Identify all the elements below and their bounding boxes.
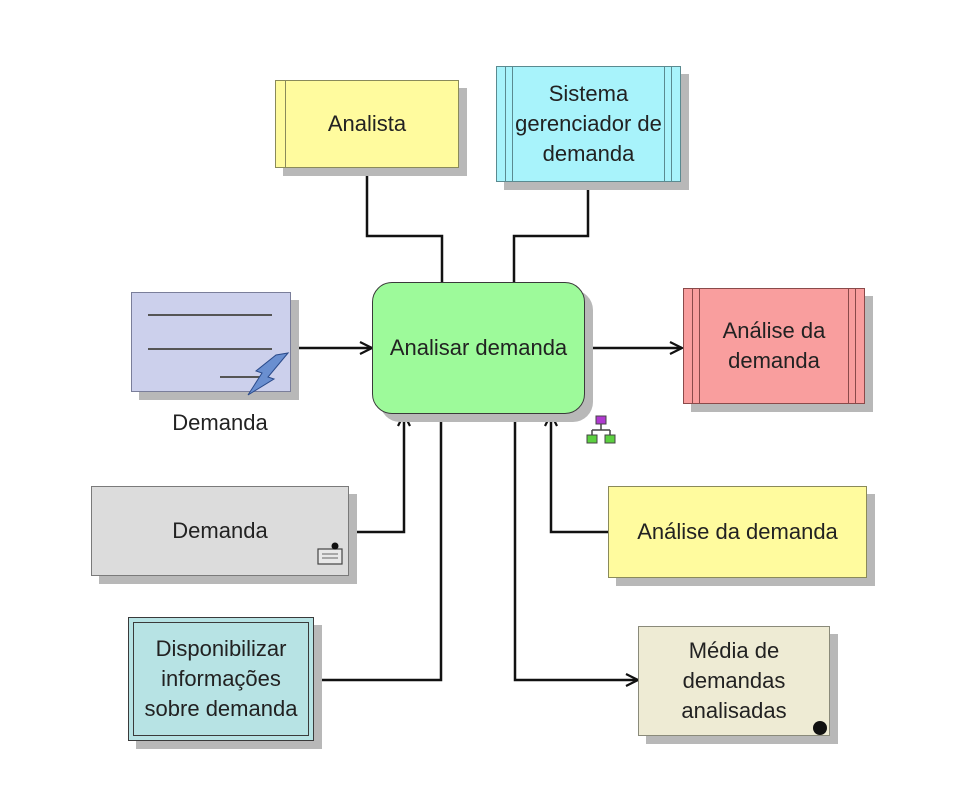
analise-demanda-output-box[interactable]: Análise da demanda [683, 288, 865, 404]
connector-sistema [512, 182, 590, 282]
connector-analise-yellow [551, 414, 608, 534]
output-stripe-left-1 [692, 289, 693, 403]
demanda-gray-label: Demanda [172, 518, 268, 543]
analise-demanda-yellow-box[interactable]: Análise da demanda [608, 486, 867, 578]
sistema-stripe-left-2 [512, 67, 513, 181]
demanda-document-label: Demanda [172, 410, 268, 435]
analise-demanda-output-label: Análise da demanda [722, 318, 826, 373]
output-stripe-right-1 [855, 289, 856, 403]
media-box[interactable]: Média de demandas analisadas [638, 626, 830, 736]
connector-media [513, 414, 638, 680]
sistema-stripe-left-1 [505, 67, 506, 181]
analise-demanda-yellow-label: Análise da demanda [637, 519, 838, 544]
analisar-demanda-label: Analisar demanda [389, 335, 568, 360]
demanda-document[interactable] [131, 292, 291, 396]
sistema-box[interactable]: Sistema gerenciador de demanda [496, 66, 681, 182]
sistema-label: Sistema gerenciador de demanda [515, 81, 662, 166]
analista-stripe-left [285, 81, 286, 167]
output-stripe-right-2 [848, 289, 849, 403]
sistema-stripe-right-1 [671, 67, 672, 181]
connector-analista [365, 168, 444, 282]
analisar-demanda-process[interactable]: Analisar demanda [372, 282, 585, 414]
analista-label: Analista [327, 111, 407, 136]
sistema-stripe-right-2 [664, 67, 665, 181]
connector-demanda-gray [349, 414, 404, 534]
lightning-icon [247, 352, 290, 396]
connector-disponibilizar [314, 414, 443, 682]
demanda-gray-box[interactable]: Demanda [91, 486, 349, 576]
disponibilizar-box[interactable]: Disponibilizar informações sobre demanda [128, 617, 314, 741]
document-line-3 [220, 376, 260, 378]
hierarchy-icon [586, 415, 616, 444]
media-dot [813, 721, 827, 735]
document-line-2 [148, 348, 272, 350]
analista-box[interactable]: Analista [275, 80, 459, 168]
note-icon [317, 542, 343, 565]
document-line-1 [148, 314, 272, 316]
disponibilizar-label: Disponibilizar informações sobre demanda [144, 636, 298, 721]
output-stripe-left-2 [699, 289, 700, 403]
media-label: Média de demandas analisadas [681, 638, 787, 723]
